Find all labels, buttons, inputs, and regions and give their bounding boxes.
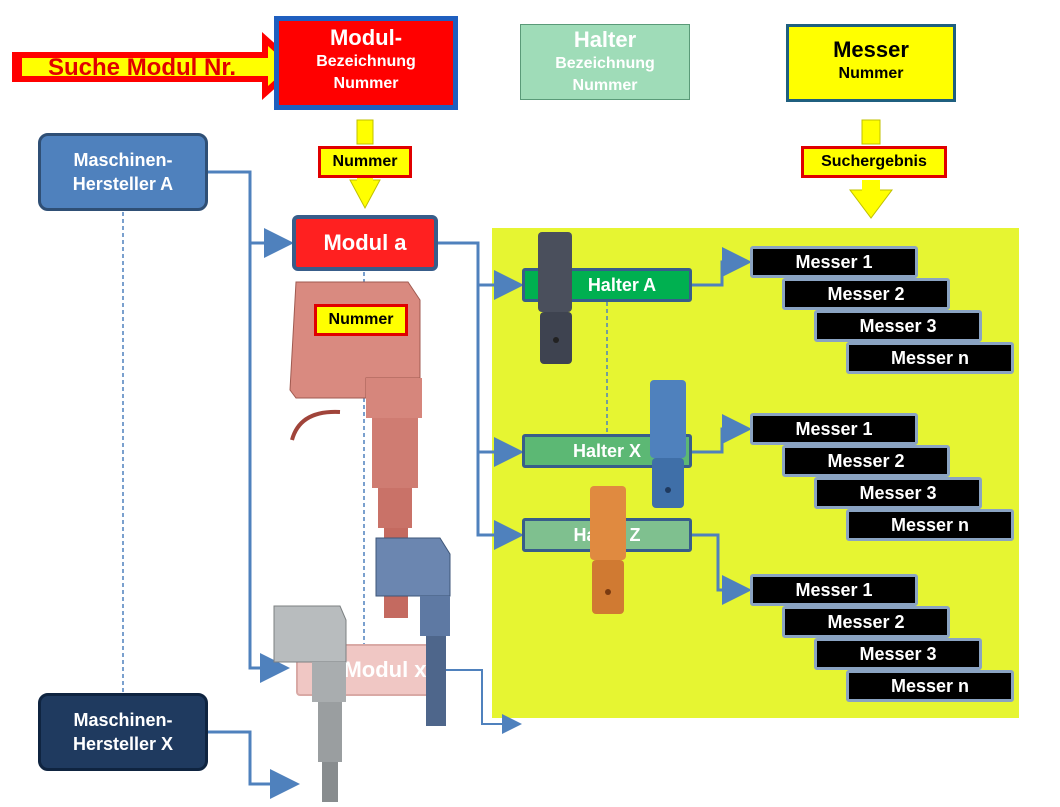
- modul-header[interactable]: Modul- Bezeichnung Nummer: [274, 16, 458, 110]
- messer-a-3[interactable]: Messer 3: [814, 310, 982, 342]
- manufacturer-x-line1: Maschinen-: [73, 710, 173, 730]
- halter-header-line3: Nummer: [572, 77, 638, 94]
- manufacturer-a-line2: Hersteller A: [72, 174, 174, 194]
- halter-header-line2: Bezeichnung: [555, 55, 655, 72]
- search-label: Suche Modul Nr.: [48, 54, 237, 81]
- modul-header-title: Modul-: [329, 25, 403, 50]
- messer-x-n[interactable]: Messer n: [846, 509, 1014, 541]
- nummer-tag-top: Nummer: [318, 146, 412, 178]
- messer-a-1[interactable]: Messer 1: [750, 246, 918, 278]
- messer-header[interactable]: Messer Nummer: [786, 24, 956, 102]
- manufacturer-a-line1: Maschinen-: [73, 150, 173, 170]
- messer-z-n[interactable]: Messer n: [846, 670, 1014, 702]
- manufacturer-x-line2: Hersteller X: [72, 734, 174, 754]
- halter-x-image: [650, 380, 686, 508]
- halter-header-title: Halter: [573, 27, 637, 52]
- messer-z-2[interactable]: Messer 2: [782, 606, 950, 638]
- modul-header-line2: Bezeichnung: [316, 53, 416, 70]
- suchergebnis-tag: Suchergebnis: [801, 146, 947, 178]
- messer-x-3[interactable]: Messer 3: [814, 477, 982, 509]
- manufacturer-x[interactable]: Maschinen- Hersteller X: [38, 693, 208, 771]
- modul-a-box[interactable]: Modul a: [292, 215, 438, 271]
- modul-header-line3: Nummer: [333, 75, 399, 92]
- down-arrow-modul: [349, 119, 381, 210]
- messer-z-3[interactable]: Messer 3: [814, 638, 982, 670]
- messer-z-1[interactable]: Messer 1: [750, 574, 918, 606]
- search-arrow: [12, 32, 300, 100]
- messer-a-2[interactable]: Messer 2: [782, 278, 950, 310]
- nummer-tag-module: Nummer: [314, 304, 408, 336]
- manufacturer-a[interactable]: Maschinen- Hersteller A: [38, 133, 208, 211]
- halter-a-image: [538, 232, 572, 364]
- messer-header-title: Messer: [833, 37, 909, 62]
- messer-x-2[interactable]: Messer 2: [782, 445, 950, 477]
- halter-z-image: [590, 486, 626, 614]
- messer-x-1[interactable]: Messer 1: [750, 413, 918, 445]
- messer-a-n[interactable]: Messer n: [846, 342, 1014, 374]
- messer-header-line2: Nummer: [838, 65, 904, 82]
- down-arrow-messer: [849, 119, 893, 219]
- halter-header[interactable]: Halter Bezeichnung Nummer: [520, 24, 690, 100]
